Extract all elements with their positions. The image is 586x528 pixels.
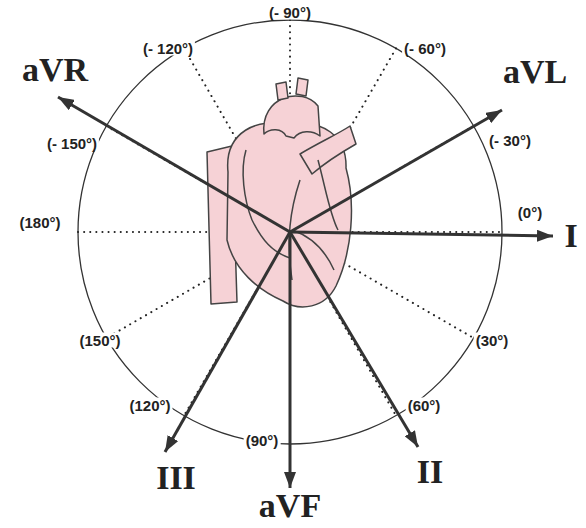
angle-label: (180°) — [17, 215, 62, 230]
lead-arrow — [290, 110, 502, 232]
lead-name: aVL — [501, 55, 569, 89]
lead-arrow — [290, 232, 553, 236]
lead-arrows — [58, 97, 553, 488]
lead-arrow — [289, 232, 292, 488]
lead-arrow — [165, 232, 290, 452]
angle-label: (- 150°) — [45, 136, 99, 151]
pulmonary-artery — [300, 126, 356, 174]
lead-name: II — [415, 455, 445, 489]
angle-label: (60°) — [406, 398, 443, 413]
angle-label: (- 120°) — [141, 41, 195, 56]
angle-label: (30°) — [474, 333, 511, 348]
lead-arrow — [58, 97, 290, 232]
coronary-line — [292, 230, 334, 270]
aortic-branches — [276, 78, 308, 100]
angle-label: (0°) — [516, 205, 544, 220]
angle-label: (120°) — [127, 398, 172, 413]
lead-name: aVR — [20, 53, 90, 87]
lead-arrow — [290, 232, 418, 447]
lead-name: III — [154, 461, 198, 495]
angle-label: (150°) — [77, 333, 122, 348]
coronary-line — [318, 160, 338, 230]
lead-name: I — [562, 219, 579, 253]
heart-illustration — [207, 78, 356, 307]
angle-label: (- 30°) — [487, 133, 533, 148]
angle-label: (90°) — [244, 433, 281, 448]
angle-label: (- 90°) — [267, 5, 313, 20]
angle-label: (- 60°) — [402, 41, 448, 56]
lead-name: aVF — [257, 489, 323, 523]
aorta-arch — [264, 96, 320, 138]
